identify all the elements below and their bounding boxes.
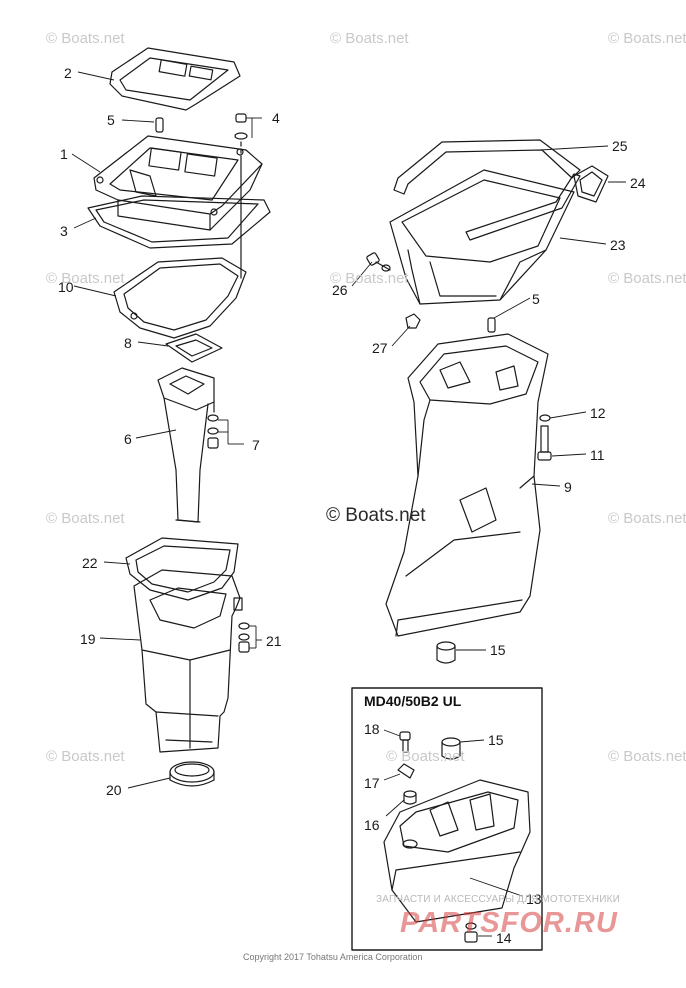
housing-part-19	[133, 569, 243, 753]
watermark-center: © Boats.net	[326, 505, 426, 526]
bolts-part-7	[207, 414, 219, 449]
watermark: © Boats.net	[46, 748, 125, 765]
grip-part-25	[393, 139, 581, 241]
shop-logo: PARTSFOR.RU	[400, 907, 618, 939]
callout-17: 17	[364, 775, 380, 791]
callout-14: 14	[496, 930, 512, 946]
callout-13: 13	[526, 891, 542, 907]
callout-10: 10	[58, 279, 74, 295]
callout-23: 23	[610, 237, 626, 253]
callout-19: 19	[80, 631, 96, 647]
pin-part-5-right	[487, 317, 496, 333]
callout-15-inset: 15	[488, 732, 504, 748]
watermark: © Boats.net	[46, 510, 125, 527]
bushing-part-16	[403, 790, 417, 805]
callout-7: 7	[252, 437, 260, 453]
gasket-part-2	[109, 47, 241, 111]
callout-12: 12	[590, 405, 606, 421]
callout-24: 24	[630, 175, 646, 191]
callout-22: 22	[82, 555, 98, 571]
callout-5-right: 5	[532, 291, 540, 307]
watermark: © Boats.net	[608, 510, 686, 527]
callout-11: 11	[590, 447, 605, 463]
callout-8: 8	[124, 335, 132, 351]
exhaust-pipe-part-6	[157, 367, 215, 523]
callout-2: 2	[64, 65, 72, 81]
callout-25: 25	[612, 138, 628, 154]
leader-lines	[71, 71, 626, 937]
ring-part-20	[169, 761, 215, 787]
callout-9: 9	[564, 479, 572, 495]
watermark: © Boats.net	[46, 30, 125, 47]
housing-part-13	[383, 779, 531, 923]
gasket-part-22	[125, 537, 239, 601]
seal-part-3	[87, 195, 271, 249]
clip-part-17	[397, 763, 415, 779]
bolts-part-21	[238, 622, 250, 653]
copyright-notice: Copyright 2017 Tohatsu America Corporati…	[243, 952, 423, 962]
watermark: © Boats.net	[330, 30, 409, 47]
watermark: © Boats.net	[46, 270, 125, 287]
pin-part-5	[155, 117, 164, 133]
shop-tagline: ЗАПЧАСТИ И АКСЕССУАРЫ ДЛЯ МОТОТЕХНИКИ	[376, 894, 621, 905]
watermark: © Boats.net	[386, 748, 465, 765]
callout-4: 4	[272, 110, 280, 126]
callout-27: 27	[372, 340, 388, 356]
bolt-part-26	[366, 252, 391, 272]
callout-18: 18	[364, 721, 380, 737]
watermark: © Boats.net	[608, 748, 686, 765]
callout-6: 6	[124, 431, 132, 447]
callout-15: 15	[490, 642, 506, 658]
gasket-part-10	[113, 257, 247, 339]
inset-frame	[351, 687, 543, 951]
bolt-part-14	[464, 922, 478, 943]
bolt-part-11	[537, 425, 552, 461]
nut-part-27	[405, 313, 421, 329]
inset-title: MD40/50B2 UL	[364, 693, 462, 709]
callout-3: 3	[60, 223, 68, 239]
callout-5: 5	[107, 112, 115, 128]
housing-part-9	[385, 333, 549, 637]
bolt-part-4	[234, 113, 248, 279]
grommet-part-15	[436, 641, 456, 664]
watermark: © Boats.net	[330, 270, 409, 287]
cover-part-23	[389, 169, 575, 305]
watermark: © Boats.net	[608, 270, 686, 287]
callout-21: 21	[266, 633, 282, 649]
callout-26: 26	[332, 282, 348, 298]
watermark: © Boats.net	[608, 30, 686, 47]
mount-plate-part-1	[93, 135, 263, 231]
washer-part-12	[539, 414, 551, 422]
callout-1: 1	[60, 146, 68, 162]
callout-20: 20	[106, 782, 122, 798]
gasket-part-8	[165, 333, 223, 363]
block-part-24	[573, 165, 609, 203]
callout-16: 16	[364, 817, 380, 833]
